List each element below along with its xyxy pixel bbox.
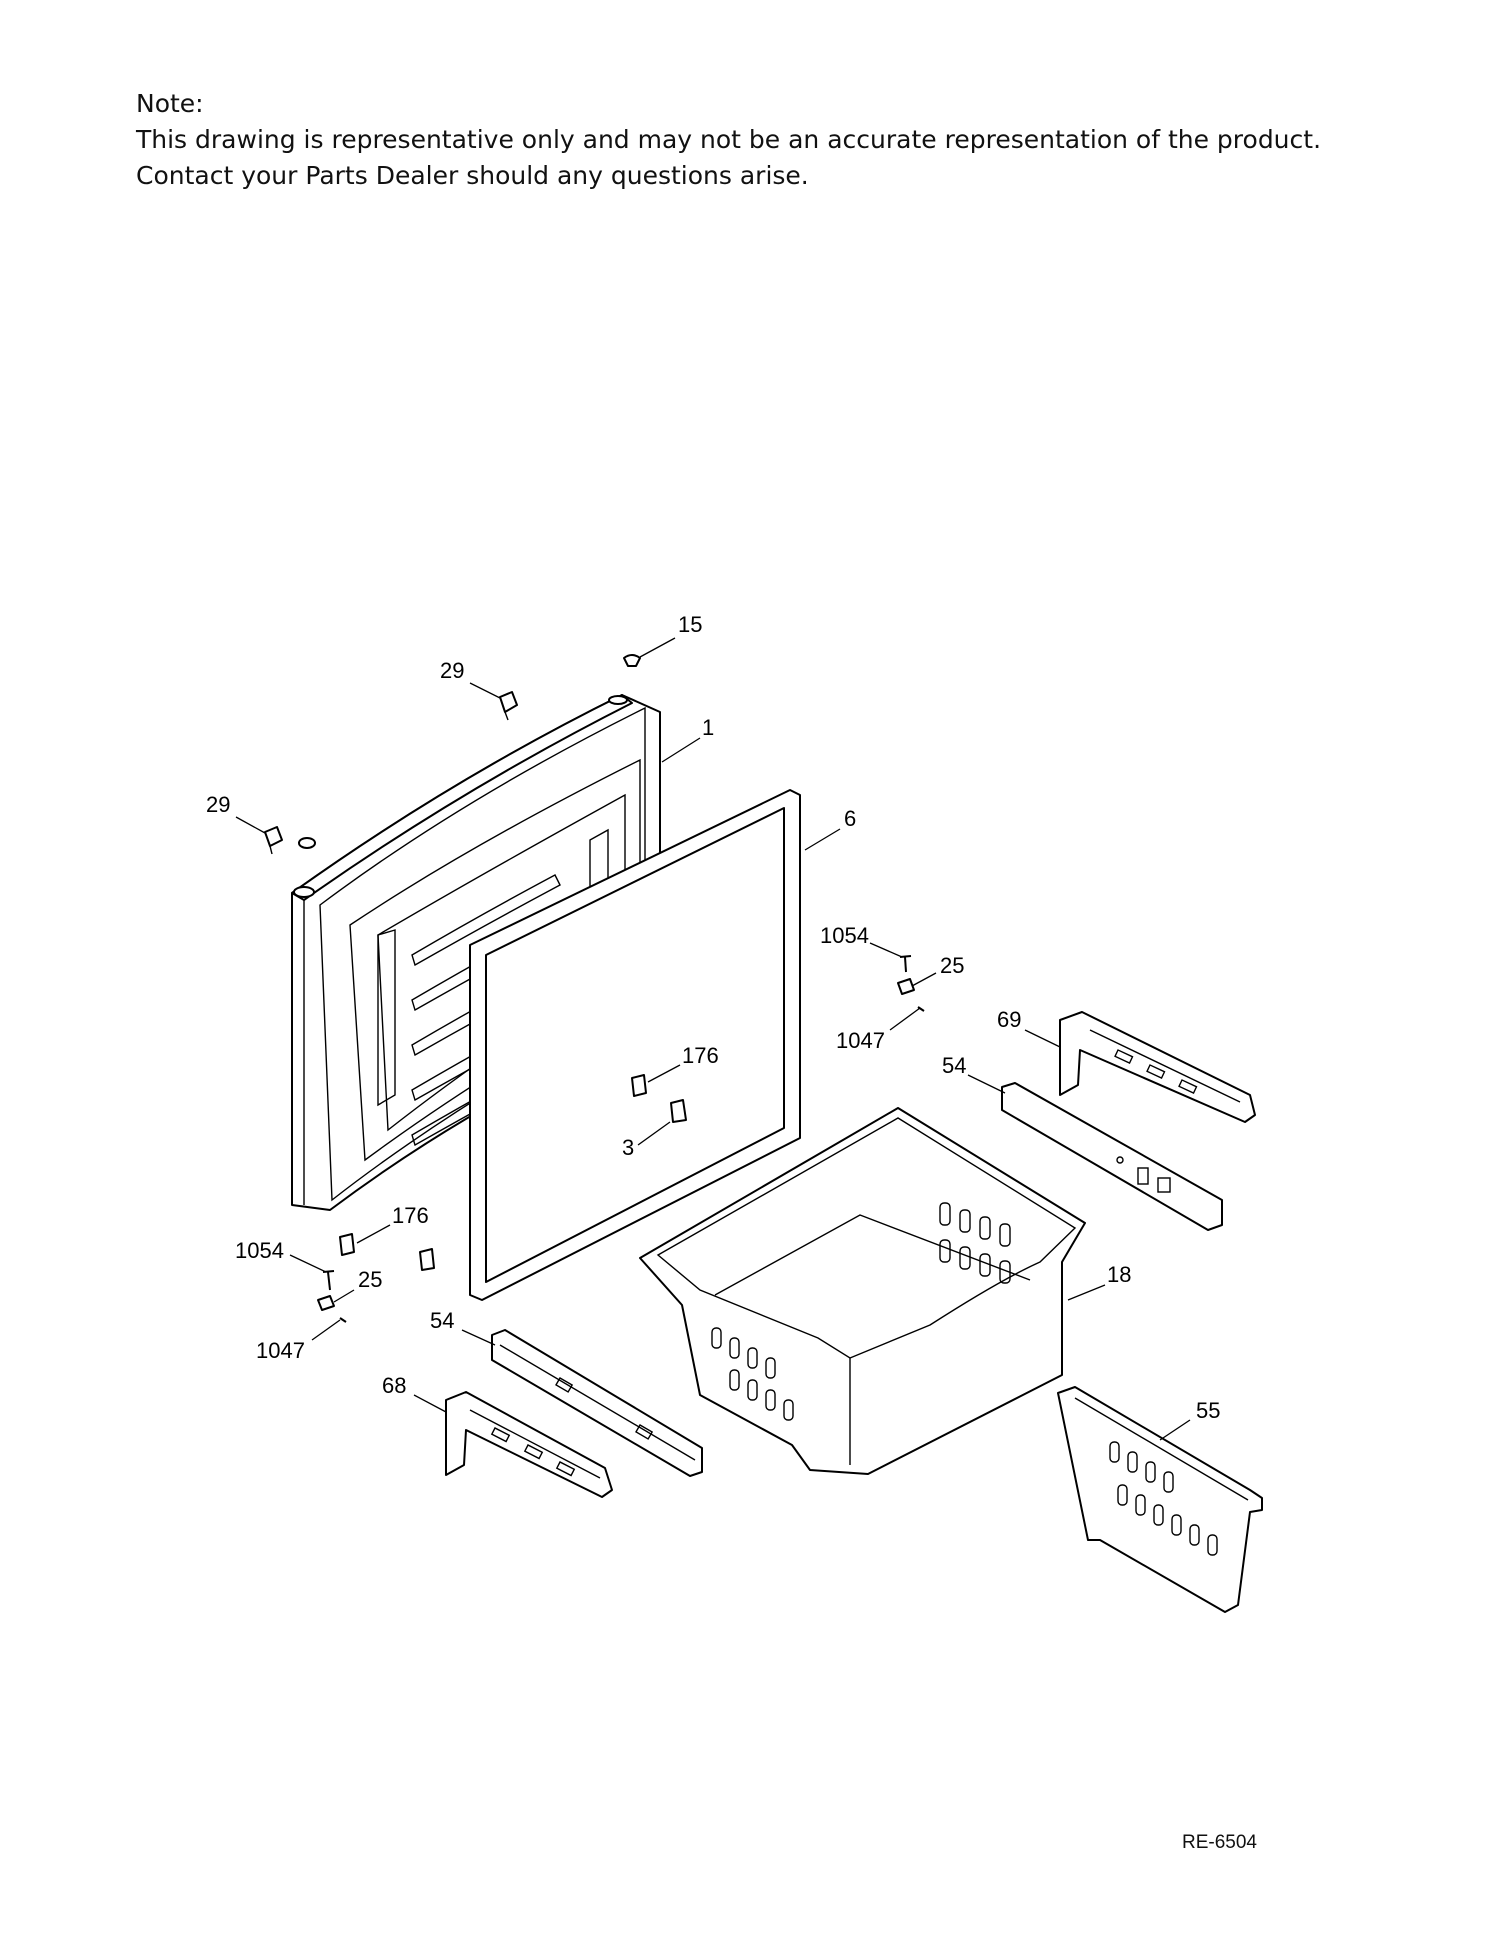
part-1047-screw-right xyxy=(917,1006,925,1012)
callout-176-lower: 176 xyxy=(392,1203,429,1228)
callout-1: 1 xyxy=(702,715,714,740)
callout-15: 15 xyxy=(678,612,702,637)
part-25-clip-left xyxy=(317,1295,335,1311)
part-3-bumper xyxy=(670,1099,687,1123)
part-15-cap xyxy=(623,654,641,667)
callout-69: 69 xyxy=(997,1007,1021,1032)
callout-1047-left: 1047 xyxy=(256,1338,305,1363)
callout-68: 68 xyxy=(382,1373,406,1398)
note-line-1: This drawing is representative only and … xyxy=(136,125,1322,154)
callout-labels: 15 29 1 29 6 1054 25 69 1047 54 176 3 17… xyxy=(206,612,1220,1423)
front-vent-slots xyxy=(1109,1441,1218,1556)
callout-1047-right: 1047 xyxy=(836,1028,885,1053)
callout-6: 6 xyxy=(844,806,856,831)
callout-176-upper: 176 xyxy=(682,1043,719,1068)
callout-29-upper: 29 xyxy=(440,658,464,683)
note-line-2: Contact your Parts Dealer should any que… xyxy=(136,161,809,190)
callout-55: 55 xyxy=(1196,1398,1220,1423)
part-25-clip-right xyxy=(897,978,915,995)
part-29-hinge-pin-lower xyxy=(264,826,316,855)
part-18-freezer-basket xyxy=(639,1107,1086,1475)
part-54-slide-rail-upper xyxy=(1001,1082,1223,1231)
part-55-basket-front xyxy=(1057,1386,1263,1613)
callout-54-lower: 54 xyxy=(430,1308,454,1333)
part-1054-screw-left xyxy=(322,1270,335,1291)
part-54-slide-rail-lower xyxy=(491,1329,703,1477)
callout-1054-right: 1054 xyxy=(820,923,869,948)
part-door-gasket xyxy=(469,789,801,1301)
basket-vent-slots xyxy=(711,1202,1011,1421)
leader-lines xyxy=(235,637,1191,1441)
reference-code: RE-6504 xyxy=(1182,1832,1257,1853)
callout-1054-left: 1054 xyxy=(235,1238,284,1263)
callout-29-lower: 29 xyxy=(206,792,230,817)
callout-3: 3 xyxy=(622,1135,634,1160)
callout-54-upper: 54 xyxy=(942,1053,966,1078)
part-1054-screw-right xyxy=(899,955,912,973)
callout-18: 18 xyxy=(1107,1262,1131,1287)
part-29-hinge-pin-upper xyxy=(499,691,518,721)
part-1047-screw-left xyxy=(339,1317,347,1323)
part-176-bumper-upper xyxy=(631,1074,647,1097)
part-176-bumper-lower xyxy=(339,1233,435,1271)
callout-25-left: 25 xyxy=(358,1267,382,1292)
part-69-right-bracket xyxy=(1059,1011,1256,1123)
callout-25-right: 25 xyxy=(940,953,964,978)
disclaimer-note: Note: This drawing is representative onl… xyxy=(136,86,1321,194)
note-heading: Note: xyxy=(136,89,204,118)
part-68-left-bracket xyxy=(445,1391,613,1498)
